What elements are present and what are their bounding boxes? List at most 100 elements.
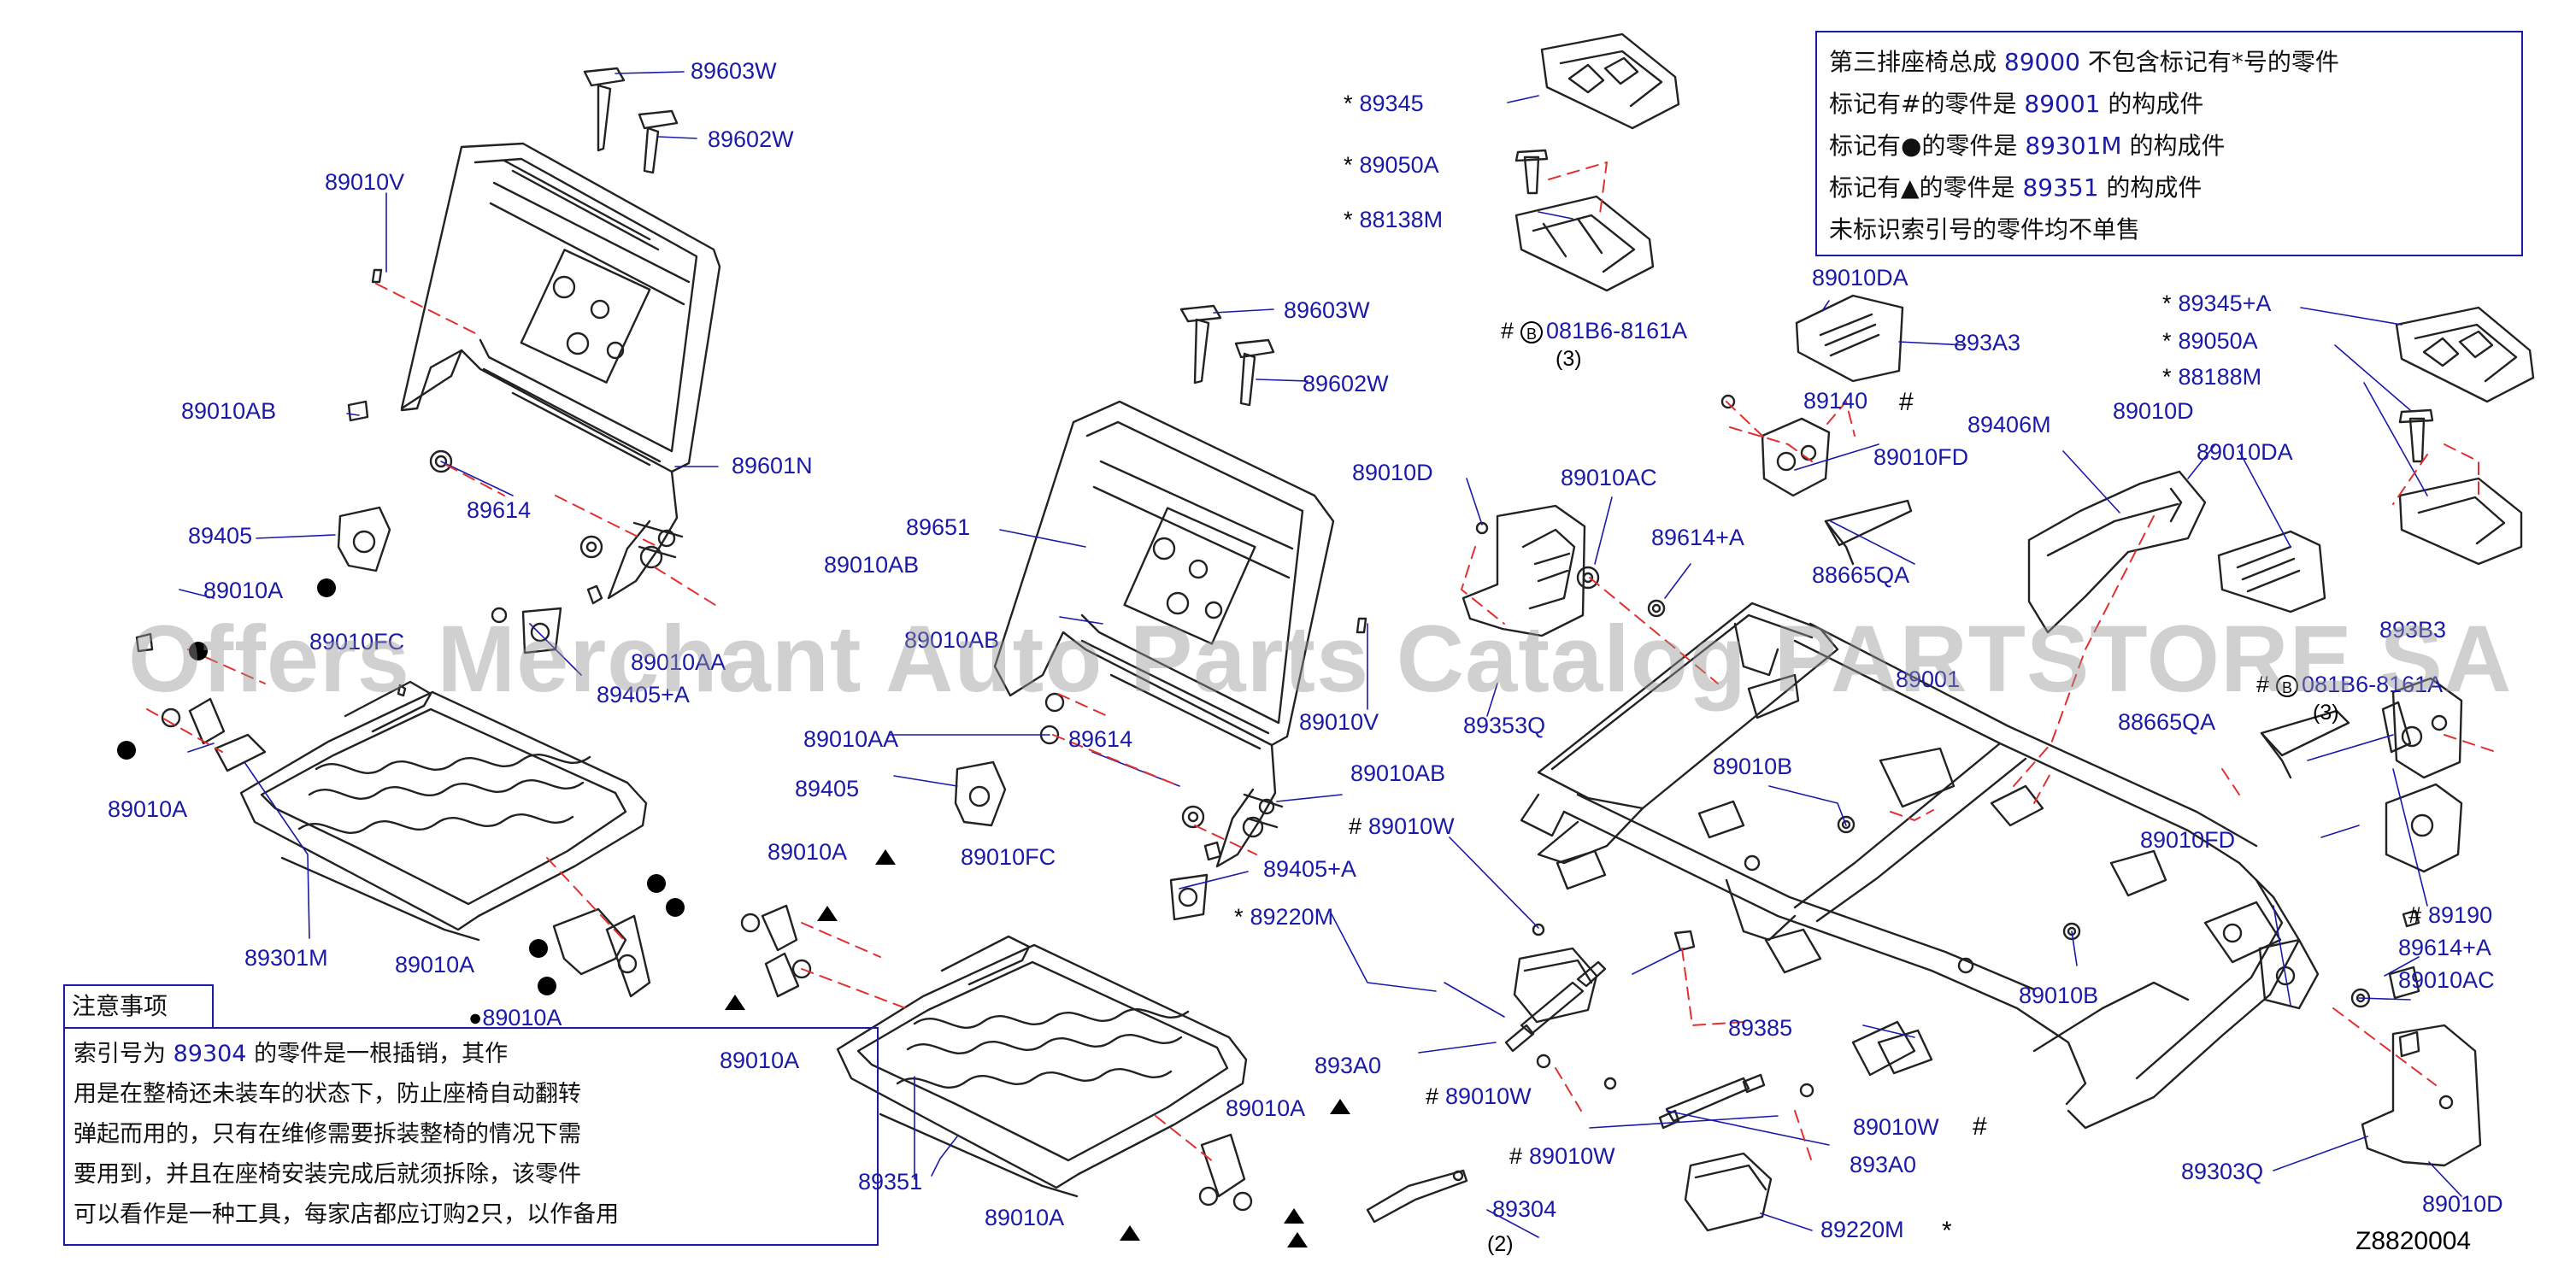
part-label[interactable]: 89353Q <box>1463 713 1546 738</box>
part-label[interactable]: 89001 <box>1896 666 1961 692</box>
part-label[interactable]: 89303Q <box>2181 1159 2264 1184</box>
part-label[interactable]: 89010DA <box>2197 439 2293 465</box>
part-label[interactable]: 89220M <box>1820 1217 1904 1242</box>
part-label[interactable]: 89010AC <box>2398 967 2495 993</box>
part-label[interactable]: 893A0 <box>1850 1152 1917 1177</box>
part-label[interactable]: 89614 <box>1068 726 1133 752</box>
diagram-id: Z8820004 <box>2355 1227 2472 1255</box>
part-label[interactable]: 88665QA <box>1812 562 1910 588</box>
shroud-parts <box>2027 470 2207 634</box>
part-label[interactable]: 89614+A <box>2398 935 2491 960</box>
part-label[interactable]: 893A0 <box>1314 1053 1382 1078</box>
side-cover-right <box>2361 1024 2482 1167</box>
notice-line: 要用到，并且在座椅安装完成后就须拆除，该零件 <box>74 1161 581 1188</box>
legend-markers <box>117 578 1350 1247</box>
center-seat-cushion-frame <box>740 760 1253 1212</box>
part-label[interactable]: *89345+A <box>2162 291 2272 316</box>
part-label[interactable]: ●89010A <box>468 1005 562 1030</box>
quantity-note: (2) <box>1487 1232 1514 1256</box>
part-label[interactable]: 89140 <box>1803 388 1868 414</box>
hash-marker: # <box>1899 388 1914 416</box>
part-label[interactable]: *89050A <box>2162 328 2258 354</box>
part-label[interactable]: *89050A <box>1344 152 1439 178</box>
part-label[interactable]: 89010FC <box>961 844 1056 870</box>
watermark: Offers Merchant Auto Parts Catalog PARTS… <box>128 607 2513 712</box>
part-label[interactable]: #89010W <box>1426 1083 1532 1109</box>
part-label[interactable]: 89010V <box>1299 709 1379 735</box>
part-label[interactable]: 89405+A <box>597 682 690 707</box>
part-label[interactable]: #89010W <box>1509 1143 1615 1169</box>
part-label[interactable]: 89010B <box>2019 983 2099 1008</box>
left-seat-cushion-frame <box>161 680 651 998</box>
part-label[interactable]: 89406M <box>1967 412 2051 437</box>
part-label[interactable]: 893B3 <box>2379 617 2447 643</box>
center-seatback-frame <box>993 304 1367 868</box>
part-label[interactable]: 89010AB <box>904 627 1000 653</box>
part-label[interactable]: 89010A <box>985 1205 1065 1230</box>
part-label[interactable]: 89385 <box>1728 1015 1793 1041</box>
part-label[interactable]: 89010W <box>1853 1114 1939 1140</box>
part-label[interactable]: 89602W <box>1303 371 1389 396</box>
part-label[interactable]: 89010B <box>1713 754 1793 779</box>
part-label[interactable]: 89405+A <box>1263 856 1356 882</box>
legend-info-box: 第三排座椅总成 89000 不包含标记有*号的零件 标记有#的零件是 89001… <box>1815 31 2523 256</box>
part-label[interactable]: 89010FD <box>1873 444 1969 470</box>
notice-title: 注意事项 <box>63 984 214 1029</box>
part-label[interactable]: 89614+A <box>1651 525 1744 550</box>
part-label[interactable]: 89010D <box>1352 460 1433 485</box>
part-label[interactable]: 89351 <box>858 1169 923 1195</box>
part-label[interactable]: 89010A <box>203 578 284 603</box>
part-label[interactable]: 89304 <box>1492 1196 1557 1222</box>
part-label[interactable]: 893A3 <box>1954 330 2021 355</box>
part-label[interactable]: 89603W <box>691 58 777 84</box>
part-label[interactable]: 89010AB <box>181 398 277 424</box>
notice-line: 用是在整椅还未装车的状态下，防止座椅自动翻转 <box>74 1081 581 1107</box>
asterisk-marker: * <box>1942 1217 1952 1245</box>
part-label[interactable]: 89010AC <box>1561 465 1657 490</box>
info-line: 标记有●的零件是 89301M 的构成件 <box>1829 132 2226 160</box>
part-label[interactable]: #89010W <box>1349 813 1455 839</box>
part-label[interactable]: *88138M <box>1344 207 1444 232</box>
part-label[interactable]: 89405 <box>188 523 253 549</box>
part-label[interactable]: 89651 <box>906 514 971 540</box>
part-label[interactable]: *89220M <box>1234 904 1334 930</box>
info-line: 标记有▲的零件是 89351 的构成件 <box>1829 173 2203 202</box>
part-label[interactable]: 89603W <box>1284 297 1370 323</box>
part-label[interactable]: 89010D <box>2422 1191 2503 1217</box>
part-label[interactable]: *88188M <box>2162 364 2262 390</box>
part-label[interactable]: 89010A <box>720 1048 800 1073</box>
part-label[interactable]: 89010V <box>325 169 405 195</box>
notice-line: 索引号为 89304 的零件是一根插销，其作 <box>74 1041 509 1067</box>
side-cover-left <box>1461 504 1586 637</box>
part-label[interactable]: 89010D <box>2113 398 2194 424</box>
part-label[interactable]: 89010AA <box>803 726 899 752</box>
part-label[interactable]: 89010A <box>395 952 475 977</box>
part-label[interactable]: 89614 <box>467 497 532 523</box>
part-label[interactable]: 89010AB <box>1350 760 1446 786</box>
part-label[interactable]: 89010FC <box>309 629 405 655</box>
part-label[interactable]: 89602W <box>708 126 794 152</box>
left-small-parts <box>135 506 562 697</box>
part-label[interactable]: 89010A <box>1226 1095 1306 1121</box>
part-label[interactable]: 89010FD <box>2140 827 2236 853</box>
part-label[interactable]: *89345 <box>1344 91 1424 116</box>
upper-right-parts <box>2217 306 2535 613</box>
notice-body: 索引号为 89304 的零件是一根插销，其作 用是在整椅还未装车的状态下，防止座… <box>63 1027 879 1246</box>
part-label[interactable]: 88665QA <box>2118 709 2216 735</box>
notice-line: 弹起而用的，只有在维修需要拆装整椅的情况下需 <box>74 1121 581 1148</box>
part-label[interactable]: 89010AB <box>824 552 920 578</box>
part-label[interactable]: 89010A <box>768 839 848 865</box>
part-label[interactable]: #89190 <box>2408 902 2493 928</box>
part-label[interactable]: 89010AA <box>631 649 726 675</box>
lower-parts <box>1366 521 2081 1232</box>
part-label[interactable]: 89301M <box>244 945 328 971</box>
part-label[interactable]: 89010A <box>108 796 188 822</box>
part-label[interactable]: 89601N <box>732 453 813 478</box>
quantity-note: (3) <box>1556 347 1582 371</box>
part-label[interactable]: 89010DA <box>1812 265 1908 291</box>
notice-box: 注意事项 索引号为 89304 的零件是一根插销，其作 用是在整椅还未装车的状态… <box>63 984 879 1246</box>
part-label[interactable]: 89405 <box>795 776 860 801</box>
alignment-guides <box>146 161 2497 1163</box>
